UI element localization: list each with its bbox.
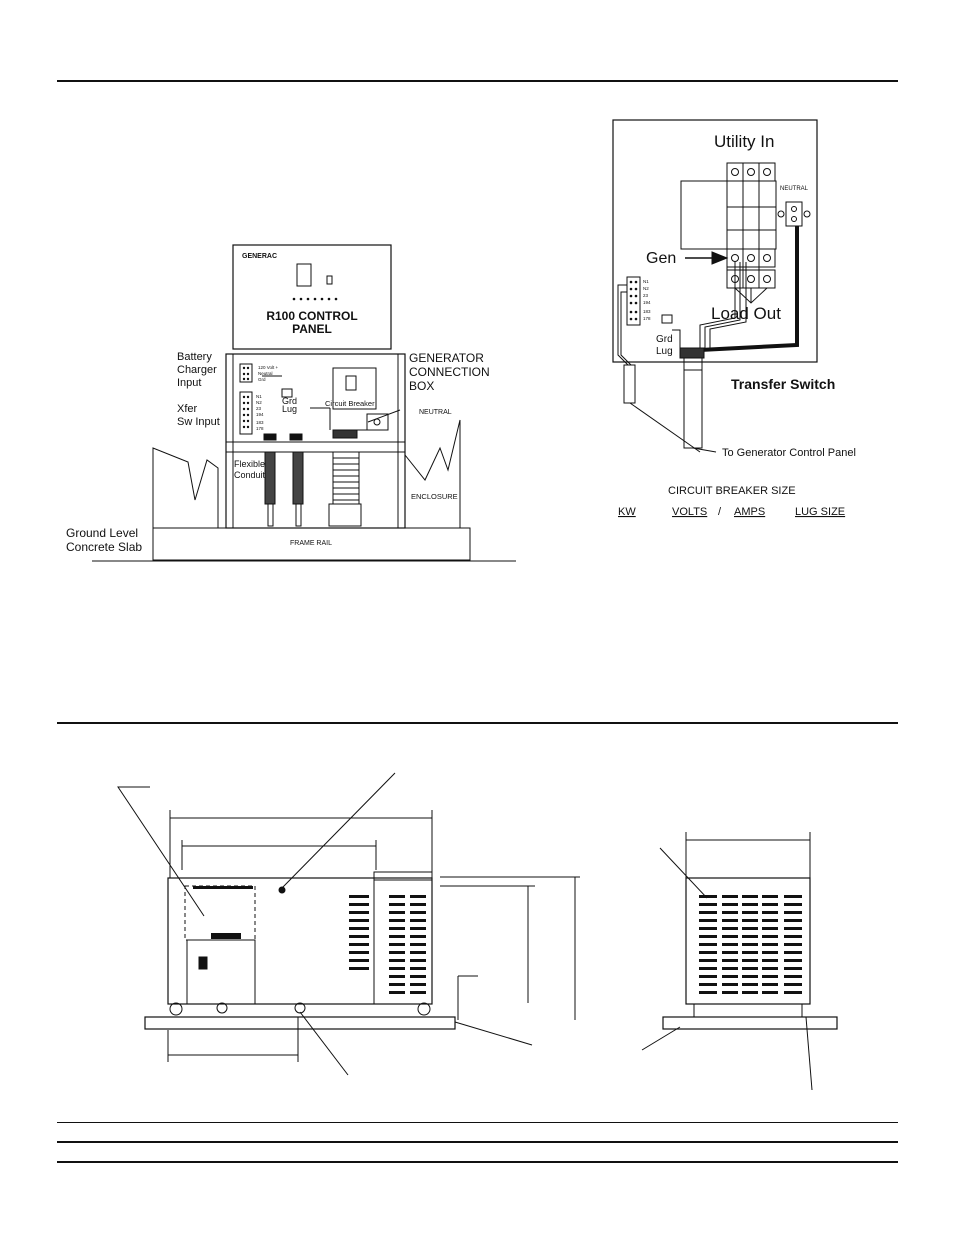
conduit-label-2: Conduit (234, 470, 266, 480)
control-conduit (623, 364, 636, 404)
gen-box-label-1: GENERATOR (409, 351, 484, 365)
terminal-mid-1: N1 (256, 394, 262, 399)
switch-terminal-strip (626, 276, 641, 326)
terminal-mid-5: 183 (256, 420, 264, 425)
generator-connection-diagram (92, 244, 516, 562)
r100-control-panel (232, 244, 392, 350)
transfer-switch-title: Transfer Switch (731, 376, 835, 392)
terminal-mid-6: 178 (256, 426, 264, 431)
terminal-top-2: Neutral (258, 371, 273, 376)
breaker-size-table: CIRCUIT BREAKER SIZE KW VOLTS / AMPS LUG… (618, 485, 845, 518)
slash-label: / (718, 506, 722, 518)
footer-rule-1 (57, 1122, 898, 1123)
neutral-block (366, 413, 389, 431)
lug-label: Lug (282, 404, 297, 414)
footer-rule-2 (57, 1141, 898, 1143)
enclosure-label: ENCLOSURE (411, 492, 458, 501)
switch-neutral-label: NEUTRAL (780, 186, 809, 192)
gen-label: Gen (646, 250, 676, 267)
circuit-breaker-label: Circuit Breaker (325, 399, 375, 408)
terminal-top-3: Grd (258, 377, 266, 382)
circuit-breaker-box (332, 367, 377, 410)
panel-display-icon (296, 263, 312, 287)
breaker-size-title: CIRCUIT BREAKER SIZE (668, 485, 796, 497)
transfer-switch-diagram (612, 119, 818, 453)
ground-level-label-1: Ground Level (66, 526, 138, 540)
terminal-mid-4: 194 (256, 412, 264, 417)
brand-label: GENERAC (242, 253, 277, 260)
main-conduit (328, 451, 362, 527)
terminal-strip-top (239, 363, 253, 383)
switch-terminal-3: 23 (643, 293, 649, 298)
footer-rule-3 (57, 1161, 898, 1163)
ground-level-label-2: Concrete Slab (66, 540, 142, 554)
generator-side-view (641, 832, 838, 1091)
generator-front-view (117, 772, 580, 1076)
load-out-label: Load Out (711, 304, 781, 323)
generator-enclosure-box (225, 353, 406, 529)
switch-neutral-bar (785, 201, 803, 227)
transfer-switch-box (612, 119, 818, 363)
enclosure-left-wall (152, 447, 219, 528)
xfer-label-1: Xfer (177, 403, 198, 415)
lug-size-label: LUG SIZE (795, 506, 845, 518)
switch-terminal-6: 178 (643, 316, 651, 321)
transfer-switch-labels: Utility In NEUTRAL Gen Load Out Grd Lug … (643, 132, 856, 459)
neutral-label: NEUTRAL (419, 409, 452, 416)
terminal-top-1: 120 Volt + (258, 365, 279, 370)
frame-rail (152, 527, 471, 561)
grd-label: Grd (282, 396, 297, 406)
terminal-mid-2: N2 (256, 400, 262, 405)
gen-box-label-3: BOX (409, 379, 434, 393)
switch-terminal-4: 194 (643, 300, 651, 305)
xfer-label-2: Sw Input (177, 416, 220, 428)
switch-terminal-2: N2 (643, 286, 649, 291)
volts-label: VOLTS (672, 506, 707, 518)
flexible-conduit-right (292, 451, 304, 527)
frame-rail-label: FRAME RAIL (290, 540, 332, 547)
terminal-strip-mid (239, 391, 253, 435)
battery-label-1: Battery (177, 351, 212, 363)
switch-conduit (683, 357, 703, 449)
panel-title-line1: R100 CONTROL (266, 309, 357, 323)
grd-lug-icon (281, 388, 293, 398)
battery-label-2: Charger (177, 364, 217, 376)
panel-title-line2: PANEL (292, 322, 332, 336)
switch-grd-label: Grd (656, 334, 673, 345)
enclosure-right-wall (404, 419, 461, 528)
switch-terminal-1: N1 (643, 279, 649, 284)
section-rule-top (57, 80, 898, 82)
generator-panel-labels: GENERAC R100 CONTROL PANEL Battery Charg… (66, 253, 490, 554)
kw-label: KW (618, 506, 636, 518)
gen-box-label-2: CONNECTION (409, 365, 490, 379)
section-rule-middle (57, 722, 898, 724)
switch-lug-label: Lug (656, 346, 673, 357)
conduit-label-1: Flexible (234, 459, 265, 469)
to-panel-label: To Generator Control Panel (722, 447, 856, 459)
switch-terminal-5: 183 (643, 309, 651, 314)
panel-switch-icon (326, 275, 333, 285)
flexible-conduit-left (264, 451, 276, 527)
amps-label: AMPS (734, 506, 765, 518)
battery-label-3: Input (177, 377, 201, 389)
switch-mechanism (680, 180, 777, 250)
terminal-mid-3: 23 (256, 406, 262, 411)
utility-in-label: Utility In (714, 132, 774, 151)
